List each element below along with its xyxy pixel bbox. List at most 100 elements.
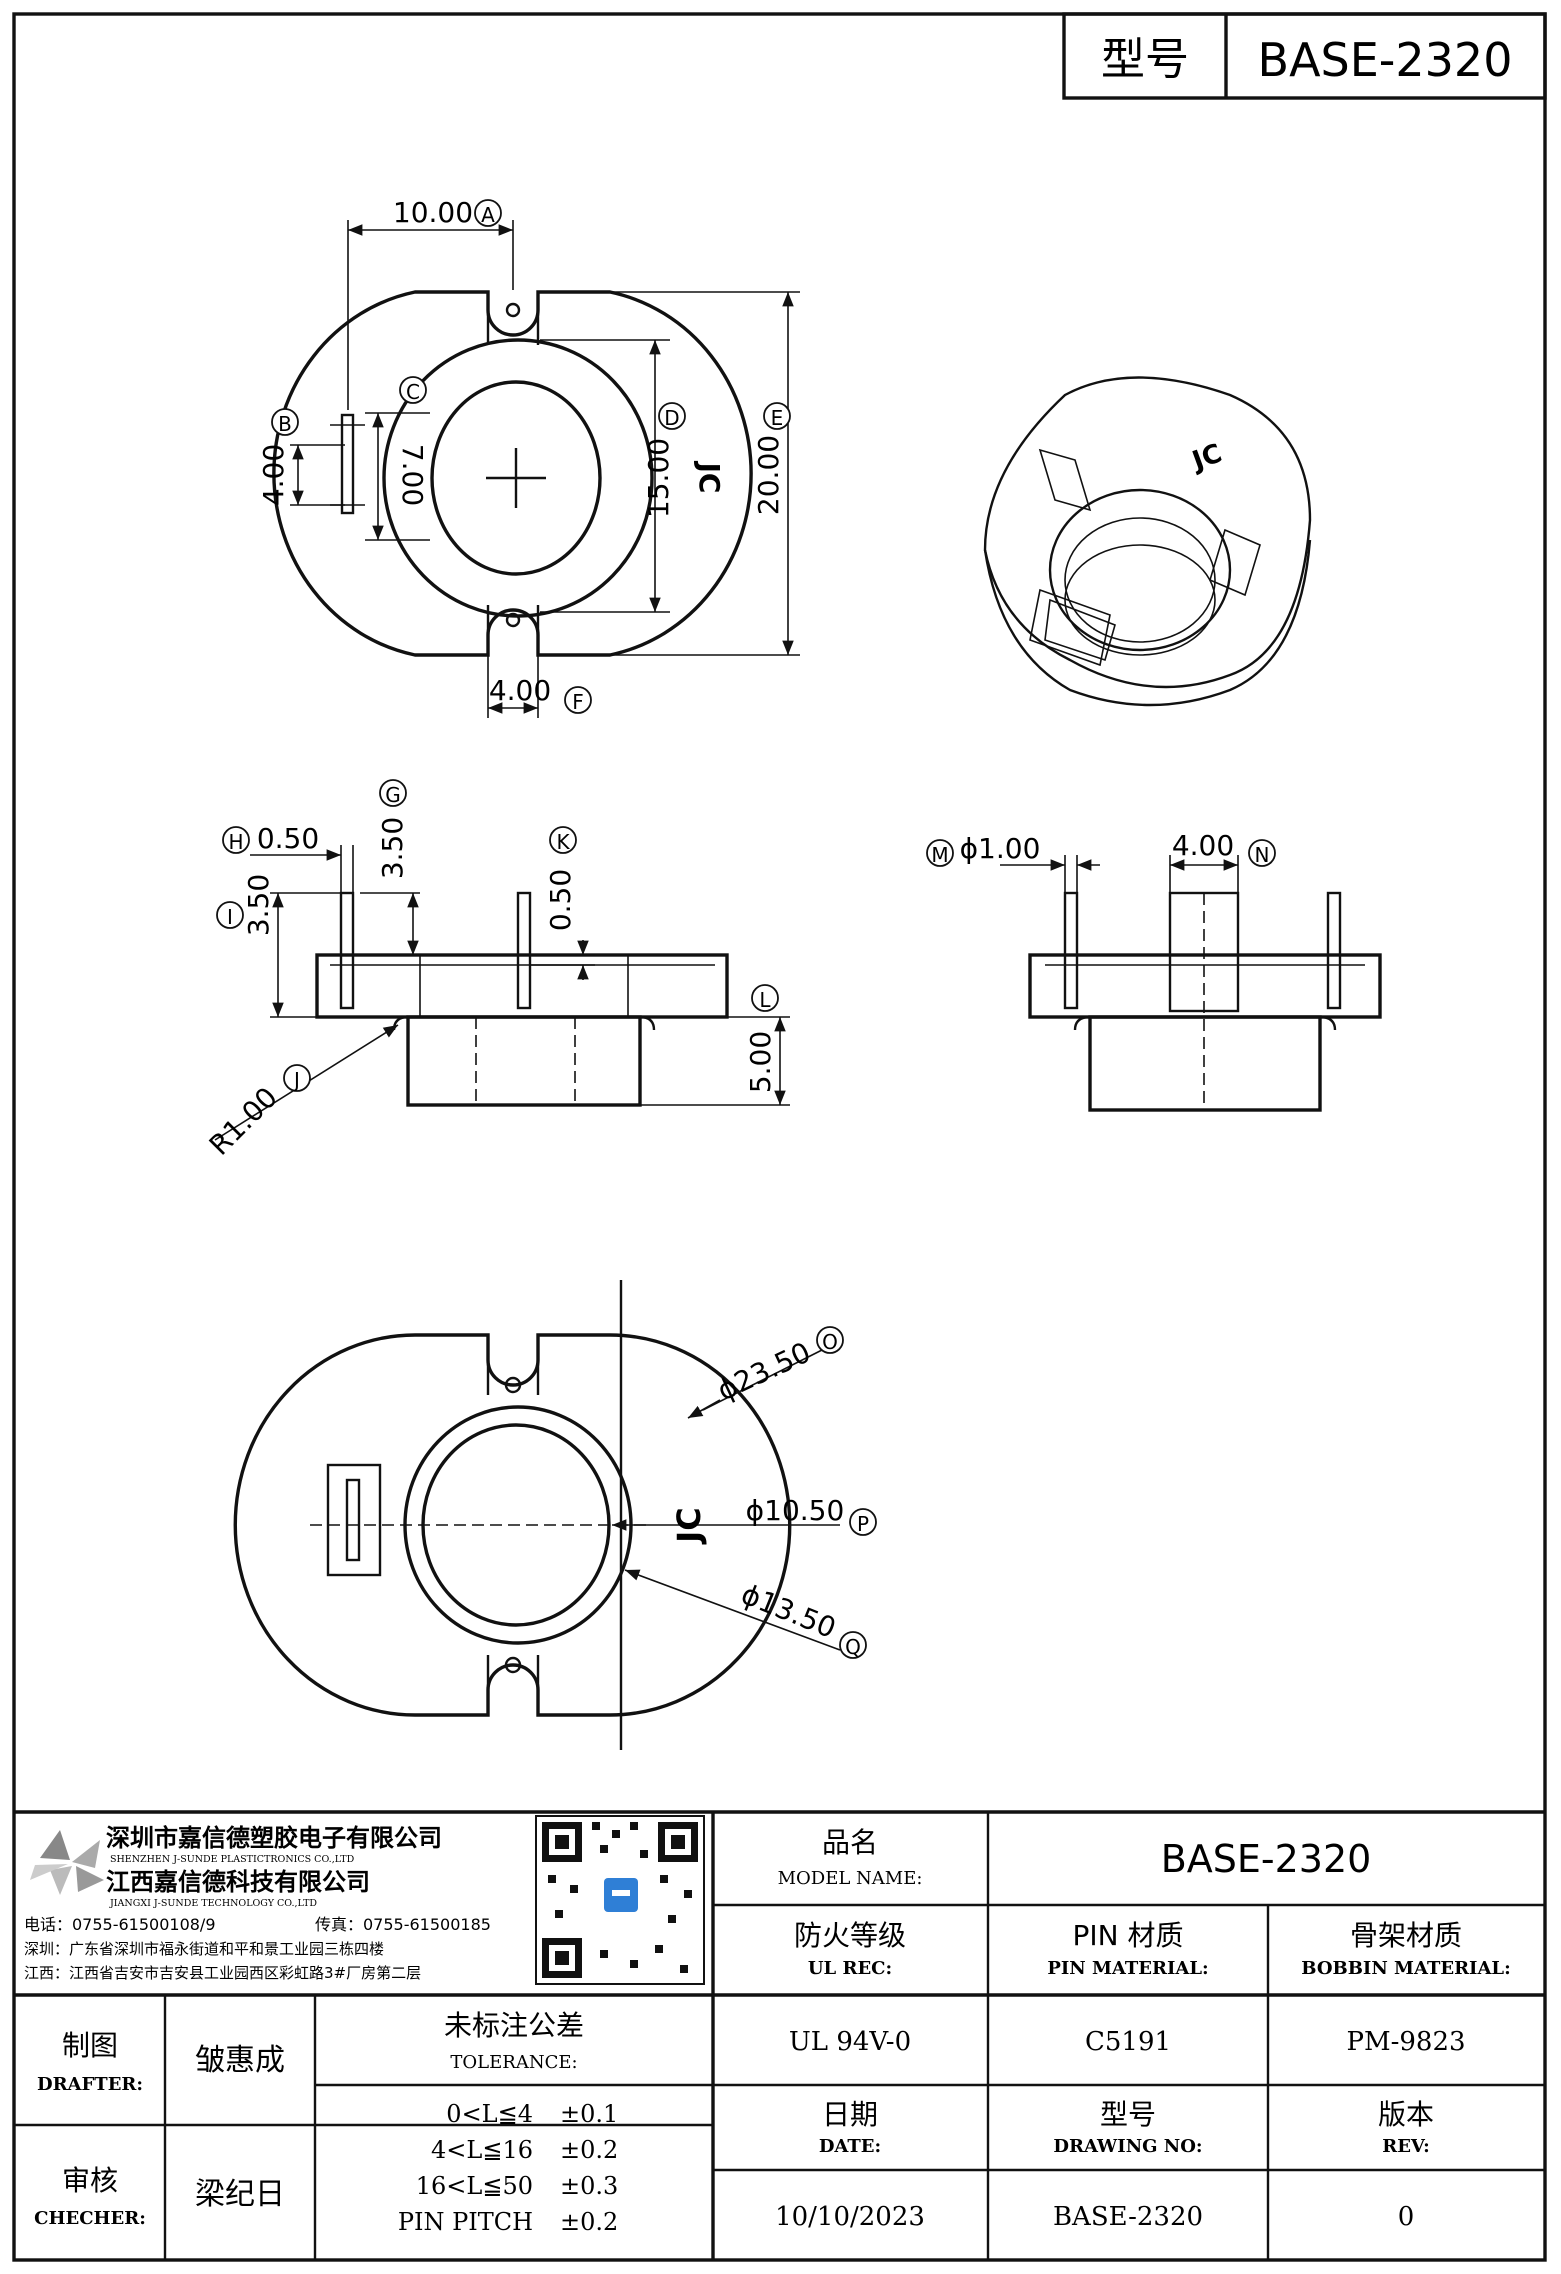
checker-value: 梁纪日 xyxy=(195,2177,285,2212)
drawing-value: BASE-2320 xyxy=(1053,2202,1203,2232)
side-pin-right xyxy=(1326,891,1342,1010)
dim-q-value: ϕ13.50 xyxy=(737,1577,841,1645)
pin-value: C5191 xyxy=(1085,2027,1171,2057)
bobbin-value: PM-9823 xyxy=(1346,2027,1465,2057)
dim-m-value: ϕ1.00 xyxy=(960,832,1041,865)
model-name-cn: 品名 xyxy=(822,1826,878,1859)
top-view: 10.00 A 4.00 B 7.00 C 15.00 D JC 20.00 E xyxy=(257,196,800,718)
drawing-en: DRAWING NO: xyxy=(1053,2136,1202,2157)
drafter-en: DRAFTER: xyxy=(37,2074,143,2095)
top-pin-hole xyxy=(505,612,521,628)
drawing-cn: 型号 xyxy=(1100,2098,1156,2131)
date-cn: 日期 xyxy=(822,2098,878,2131)
bottom-slot-outer xyxy=(326,1463,382,1577)
bottom-jc-mark: JC xyxy=(670,1507,708,1544)
dim-h-value: 0.50 xyxy=(257,822,319,855)
dim-d-value: 15.00 xyxy=(642,438,675,518)
header-model-value: BASE-2320 xyxy=(1258,33,1513,87)
front-view: 3.50 G 0.50 H 3.50 I R1.00 J 0.50 K 5.00 xyxy=(203,779,790,1162)
dim-e-value: 20.00 xyxy=(752,435,785,515)
dim-q-tag: Q xyxy=(845,1635,861,1659)
rev-en: REV: xyxy=(1382,2136,1429,2157)
dim-a-value: 10.00 xyxy=(393,196,473,229)
front-core xyxy=(406,1015,642,1107)
dim-g-value: 3.50 xyxy=(376,817,409,879)
ul-value: UL 94V-0 xyxy=(789,2027,911,2057)
iso-jc-mark: JC xyxy=(1187,438,1226,477)
company-addr-jx: 江西：江西省吉安市吉安县工业园西区彩虹路3#厂房第二层 xyxy=(24,1964,421,1982)
dim-m-tag: M xyxy=(931,843,948,867)
company-name-jx-en: JIANGXI J-SUNDE TECHNOLOGY CO.,LTD xyxy=(109,1898,317,1909)
top-body-outline xyxy=(272,290,753,657)
checker-cn: 审核 xyxy=(62,2164,118,2197)
top-bore xyxy=(430,380,602,576)
dim-n-value: 4.00 xyxy=(1172,829,1234,862)
bottom-slot xyxy=(345,1478,361,1562)
jc-mark: JC xyxy=(693,461,726,494)
dim-j-value: R1.00 xyxy=(203,1081,284,1162)
dim-p-value: ϕ10.50 xyxy=(746,1494,845,1527)
dim-p-tag: P xyxy=(857,1512,869,1536)
front-pin-left xyxy=(339,891,355,1010)
rev-value: 0 xyxy=(1398,2202,1415,2232)
tolerance-value: ±0.3 xyxy=(560,2172,618,2200)
dim-o-value: ϕ23.50 xyxy=(712,1336,815,1408)
dim-a-tag: A xyxy=(481,203,495,227)
sheet-border xyxy=(12,12,1547,2262)
drafter-value: 皱惠成 xyxy=(195,2043,285,2078)
bobbin-en: BOBBIN MATERIAL: xyxy=(1301,1958,1510,1979)
tolerance-value: ±0.2 xyxy=(560,2136,618,2164)
dim-k-value: 0.50 xyxy=(544,869,577,931)
tolerance-range: 4<L≦16 xyxy=(431,2136,533,2164)
pin-cn: PIN 材质 xyxy=(1073,1919,1184,1952)
dim-l-value: 5.00 xyxy=(744,1031,777,1093)
dim-l-tag: L xyxy=(759,988,771,1012)
company-logo xyxy=(30,1830,104,1895)
dim-f-tag: F xyxy=(572,690,584,714)
dim-j-tag: J xyxy=(292,1068,300,1092)
dim-h-tag: H xyxy=(228,830,243,854)
tolerance-range: 0<L≦4 xyxy=(446,2100,533,2128)
rev-cn: 版本 xyxy=(1378,2098,1434,2131)
dim-b-tag: B xyxy=(278,412,292,436)
dim-g-tag: G xyxy=(385,783,401,807)
dim-o-tag: O xyxy=(822,1330,838,1354)
title-block: 深圳市嘉信德塑胶电子有限公司 SHENZHEN J-SUNDE PLASTICT… xyxy=(14,1810,1545,2260)
top-slot xyxy=(340,413,355,515)
tolerance-value: ±0.1 xyxy=(560,2100,618,2128)
checker-en: CHECHER: xyxy=(34,2208,146,2229)
side-pin-left xyxy=(1063,891,1079,1010)
side-core xyxy=(1088,1015,1322,1112)
dim-c-value: 7.00 xyxy=(396,444,429,506)
dim-f-value: 4.00 xyxy=(489,674,551,707)
dim-k-tag: K xyxy=(556,830,570,854)
dim-i-value: 3.50 xyxy=(242,874,275,936)
dim-b-value: 4.00 xyxy=(257,444,290,506)
front-pin-right xyxy=(516,891,532,1010)
pin-en: PIN MATERIAL: xyxy=(1047,1958,1208,1979)
tolerance-cn: 未标注公差 xyxy=(444,2009,584,2042)
model-name-value: BASE-2320 xyxy=(1161,1837,1372,1881)
tolerance-range: PIN PITCH xyxy=(398,2208,533,2236)
drafter-cn: 制图 xyxy=(62,2029,118,2062)
qr-code xyxy=(535,1815,705,1985)
side-view: ϕ1.00 M 4.00 N xyxy=(926,829,1382,1112)
company-name-sz: 深圳市嘉信德塑胶电子有限公司 xyxy=(106,1824,442,1852)
date-en: DATE: xyxy=(819,2136,881,2157)
model-name-en: MODEL NAME: xyxy=(778,1868,923,1889)
tolerance-en: TOLERANCE: xyxy=(450,2052,577,2073)
ul-cn: 防火等级 xyxy=(794,1919,906,1952)
bottom-view: ϕ23.50 O ϕ10.50 P JC ϕ13.50 Q xyxy=(233,1280,877,1750)
tolerance-table: 0<L≦4 ±0.1 4<L≦16 ±0.2 16<L≦50 ±0.3 PIN … xyxy=(398,2100,618,2236)
header-model-box: 型号 BASE-2320 xyxy=(1062,12,1547,100)
dim-d-tag: D xyxy=(664,406,679,430)
company-name-jx: 江西嘉信德科技有限公司 xyxy=(106,1868,370,1896)
company-addr-sz: 深圳：广东省深圳市福永街道和平和景工业园三栋四楼 xyxy=(24,1940,384,1958)
tolerance-range: 16<L≦50 xyxy=(416,2172,533,2200)
ul-en: UL REC: xyxy=(808,1958,892,1979)
company-fax: 传真：0755-61500185 xyxy=(315,1915,491,1934)
tolerance-value: ±0.2 xyxy=(560,2208,618,2236)
bobbin-cn: 骨架材质 xyxy=(1350,1919,1462,1952)
dim-i-tag: I xyxy=(227,905,233,929)
